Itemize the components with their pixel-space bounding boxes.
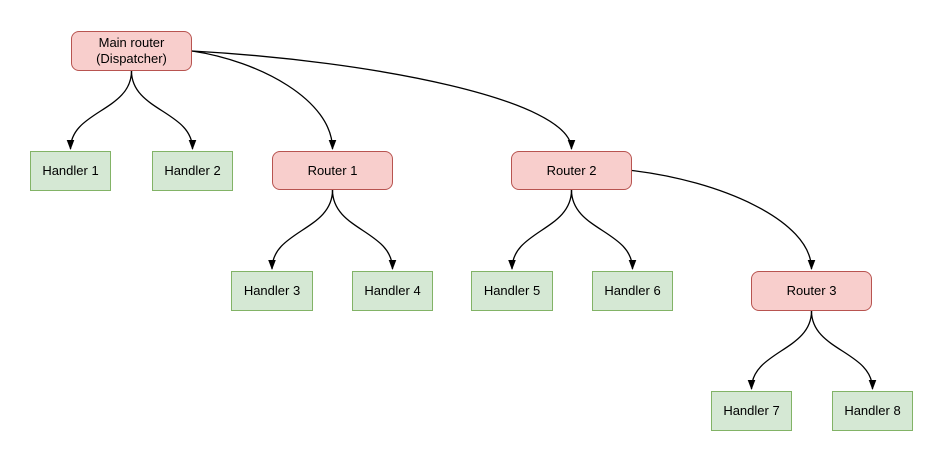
edge-main-router-to-router-2 xyxy=(191,50,576,150)
node-router-3: Router 3 xyxy=(751,271,872,311)
node-handler-3: Handler 3 xyxy=(231,271,313,311)
node-handler-5: Handler 5 xyxy=(471,271,553,311)
edge-router-2-to-router-3 xyxy=(631,169,816,270)
node-handler-2: Handler 2 xyxy=(152,151,233,191)
node-handler-7: Handler 7 xyxy=(711,391,792,431)
edge-main-router-to-handler-1 xyxy=(66,70,133,150)
edge-router-2-to-handler-5 xyxy=(508,189,573,270)
node-label: Handler 2 xyxy=(164,163,221,178)
edge-router-2-to-handler-6 xyxy=(570,189,637,270)
node-router-2: Router 2 xyxy=(511,151,632,190)
node-handler-8: Handler 8 xyxy=(832,391,913,431)
node-label: Handler 4 xyxy=(364,283,421,298)
node-label: Handler 7 xyxy=(723,403,780,418)
edge-main-router-to-router-1 xyxy=(191,50,337,150)
edges-group xyxy=(66,50,877,390)
node-handler-6: Handler 6 xyxy=(592,271,673,311)
node-label: Router 3 xyxy=(786,283,837,298)
edge-router-3-to-handler-7 xyxy=(747,310,813,390)
node-main-router: Main router (Dispatcher) xyxy=(71,31,192,71)
edge-router-1-to-handler-4 xyxy=(331,189,397,270)
node-label: Handler 3 xyxy=(243,283,301,298)
node-label: Router 2 xyxy=(546,162,597,178)
node-label: Handler 1 xyxy=(42,163,99,178)
edge-router-1-to-handler-3 xyxy=(268,189,334,270)
edge-main-router-to-handler-2 xyxy=(130,70,197,150)
node-label: Handler 8 xyxy=(844,403,901,418)
node-label: Router 1 xyxy=(307,162,358,178)
node-handler-4: Handler 4 xyxy=(352,271,433,311)
node-label: Main router (Dispatcher) xyxy=(96,35,167,66)
node-router-1: Router 1 xyxy=(272,151,393,190)
node-label: Handler 5 xyxy=(483,283,541,298)
node-label: Handler 6 xyxy=(604,283,661,298)
edge-router-3-to-handler-8 xyxy=(810,310,877,390)
node-handler-1: Handler 1 xyxy=(30,151,111,191)
